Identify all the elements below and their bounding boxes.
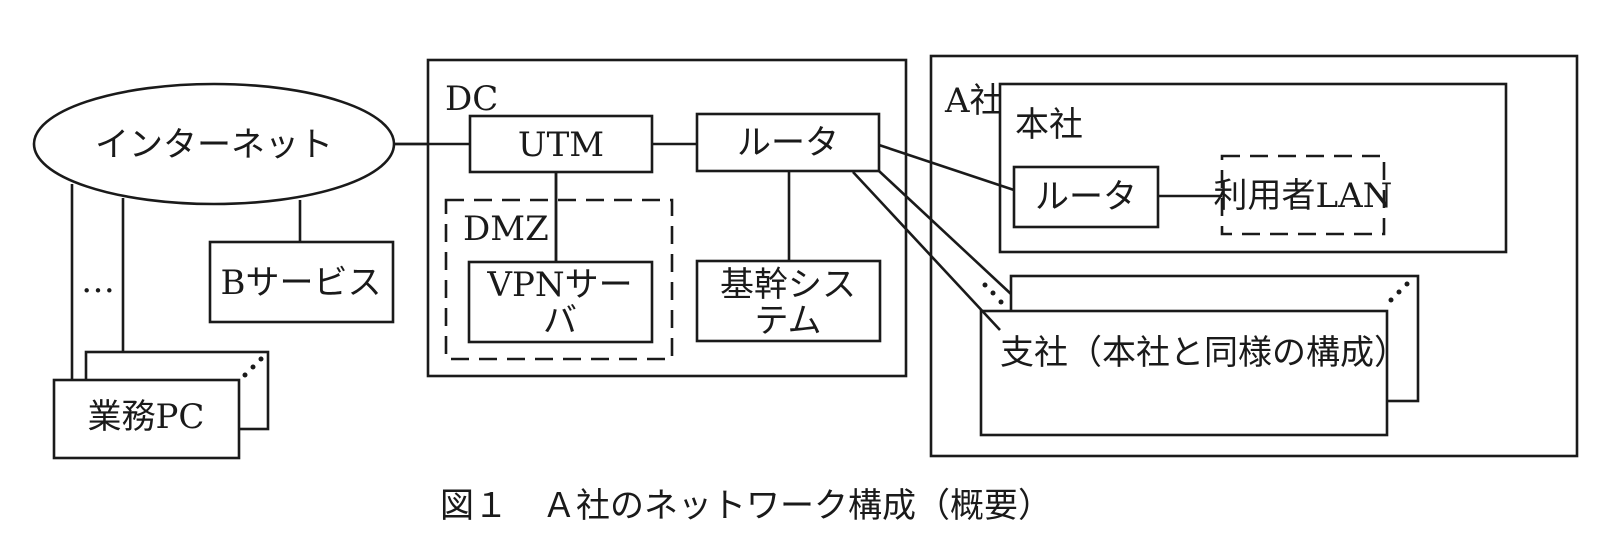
core-system-label-line2: テム <box>755 301 822 341</box>
link-dot <box>982 282 988 288</box>
stack-dot <box>250 364 256 370</box>
dmz-label: DMZ <box>463 209 549 249</box>
b-service-box <box>208 240 395 324</box>
user-lan-label: 利用者LAN <box>1214 176 1393 216</box>
stack-dot <box>242 372 248 378</box>
b-service-label: Bサービス <box>221 263 382 303</box>
utm-label: UTM <box>518 125 604 165</box>
figure-caption: 図１ Ａ社のネットワーク構成（概要） <box>440 486 1052 526</box>
head-office-label: 本社 <box>1015 105 1083 145</box>
vpn-server-label-line2: バ <box>543 301 577 341</box>
dmz-zone <box>444 198 674 361</box>
core-system-box <box>695 259 882 343</box>
dc-label: DC <box>445 79 498 119</box>
head-office-router-label: ルータ <box>1035 177 1137 217</box>
dc-router-box <box>695 112 881 173</box>
dc-group: DC UTM ルータ DMZ VPNサー バ 基幹シス テム <box>393 58 908 378</box>
vpn-server-box <box>467 260 654 344</box>
user-lan-zone <box>1220 154 1386 236</box>
link-dot <box>998 299 1004 305</box>
pc-ellipsis: … <box>81 261 115 301</box>
dc-to-head-office-link <box>878 143 1015 192</box>
utm-box <box>468 114 654 174</box>
stack-dot <box>258 356 264 362</box>
company-a-label: A社 <box>944 81 1004 121</box>
internet-group: インターネット … Bサービス 業務PC <box>32 82 470 460</box>
stack-dot <box>1404 281 1410 287</box>
company-a-group: A社 本社 ルータ 利用者LAN 支社（本社と同様の構成） <box>929 54 1579 458</box>
business-pc-label: 業務PC <box>88 397 205 437</box>
branch-label: 支社（本社と同様の構成） <box>1000 333 1408 373</box>
stack-dot <box>1396 289 1402 295</box>
wan-links <box>852 143 1015 331</box>
link-dot <box>990 290 996 296</box>
dc-to-branch-back-link <box>878 170 1012 295</box>
vpn-server-label-line1: VPNサー <box>486 265 632 305</box>
head-office-router-box <box>1012 165 1160 229</box>
internet-label: インターネット <box>95 125 333 165</box>
dc-router-label: ルータ <box>737 123 839 163</box>
dc-to-branch-link <box>852 171 1001 331</box>
business-pc-box <box>52 378 241 460</box>
branch-box <box>979 309 1389 437</box>
core-system-label-line1: 基幹シス <box>720 265 856 305</box>
stack-dot <box>1388 297 1394 303</box>
